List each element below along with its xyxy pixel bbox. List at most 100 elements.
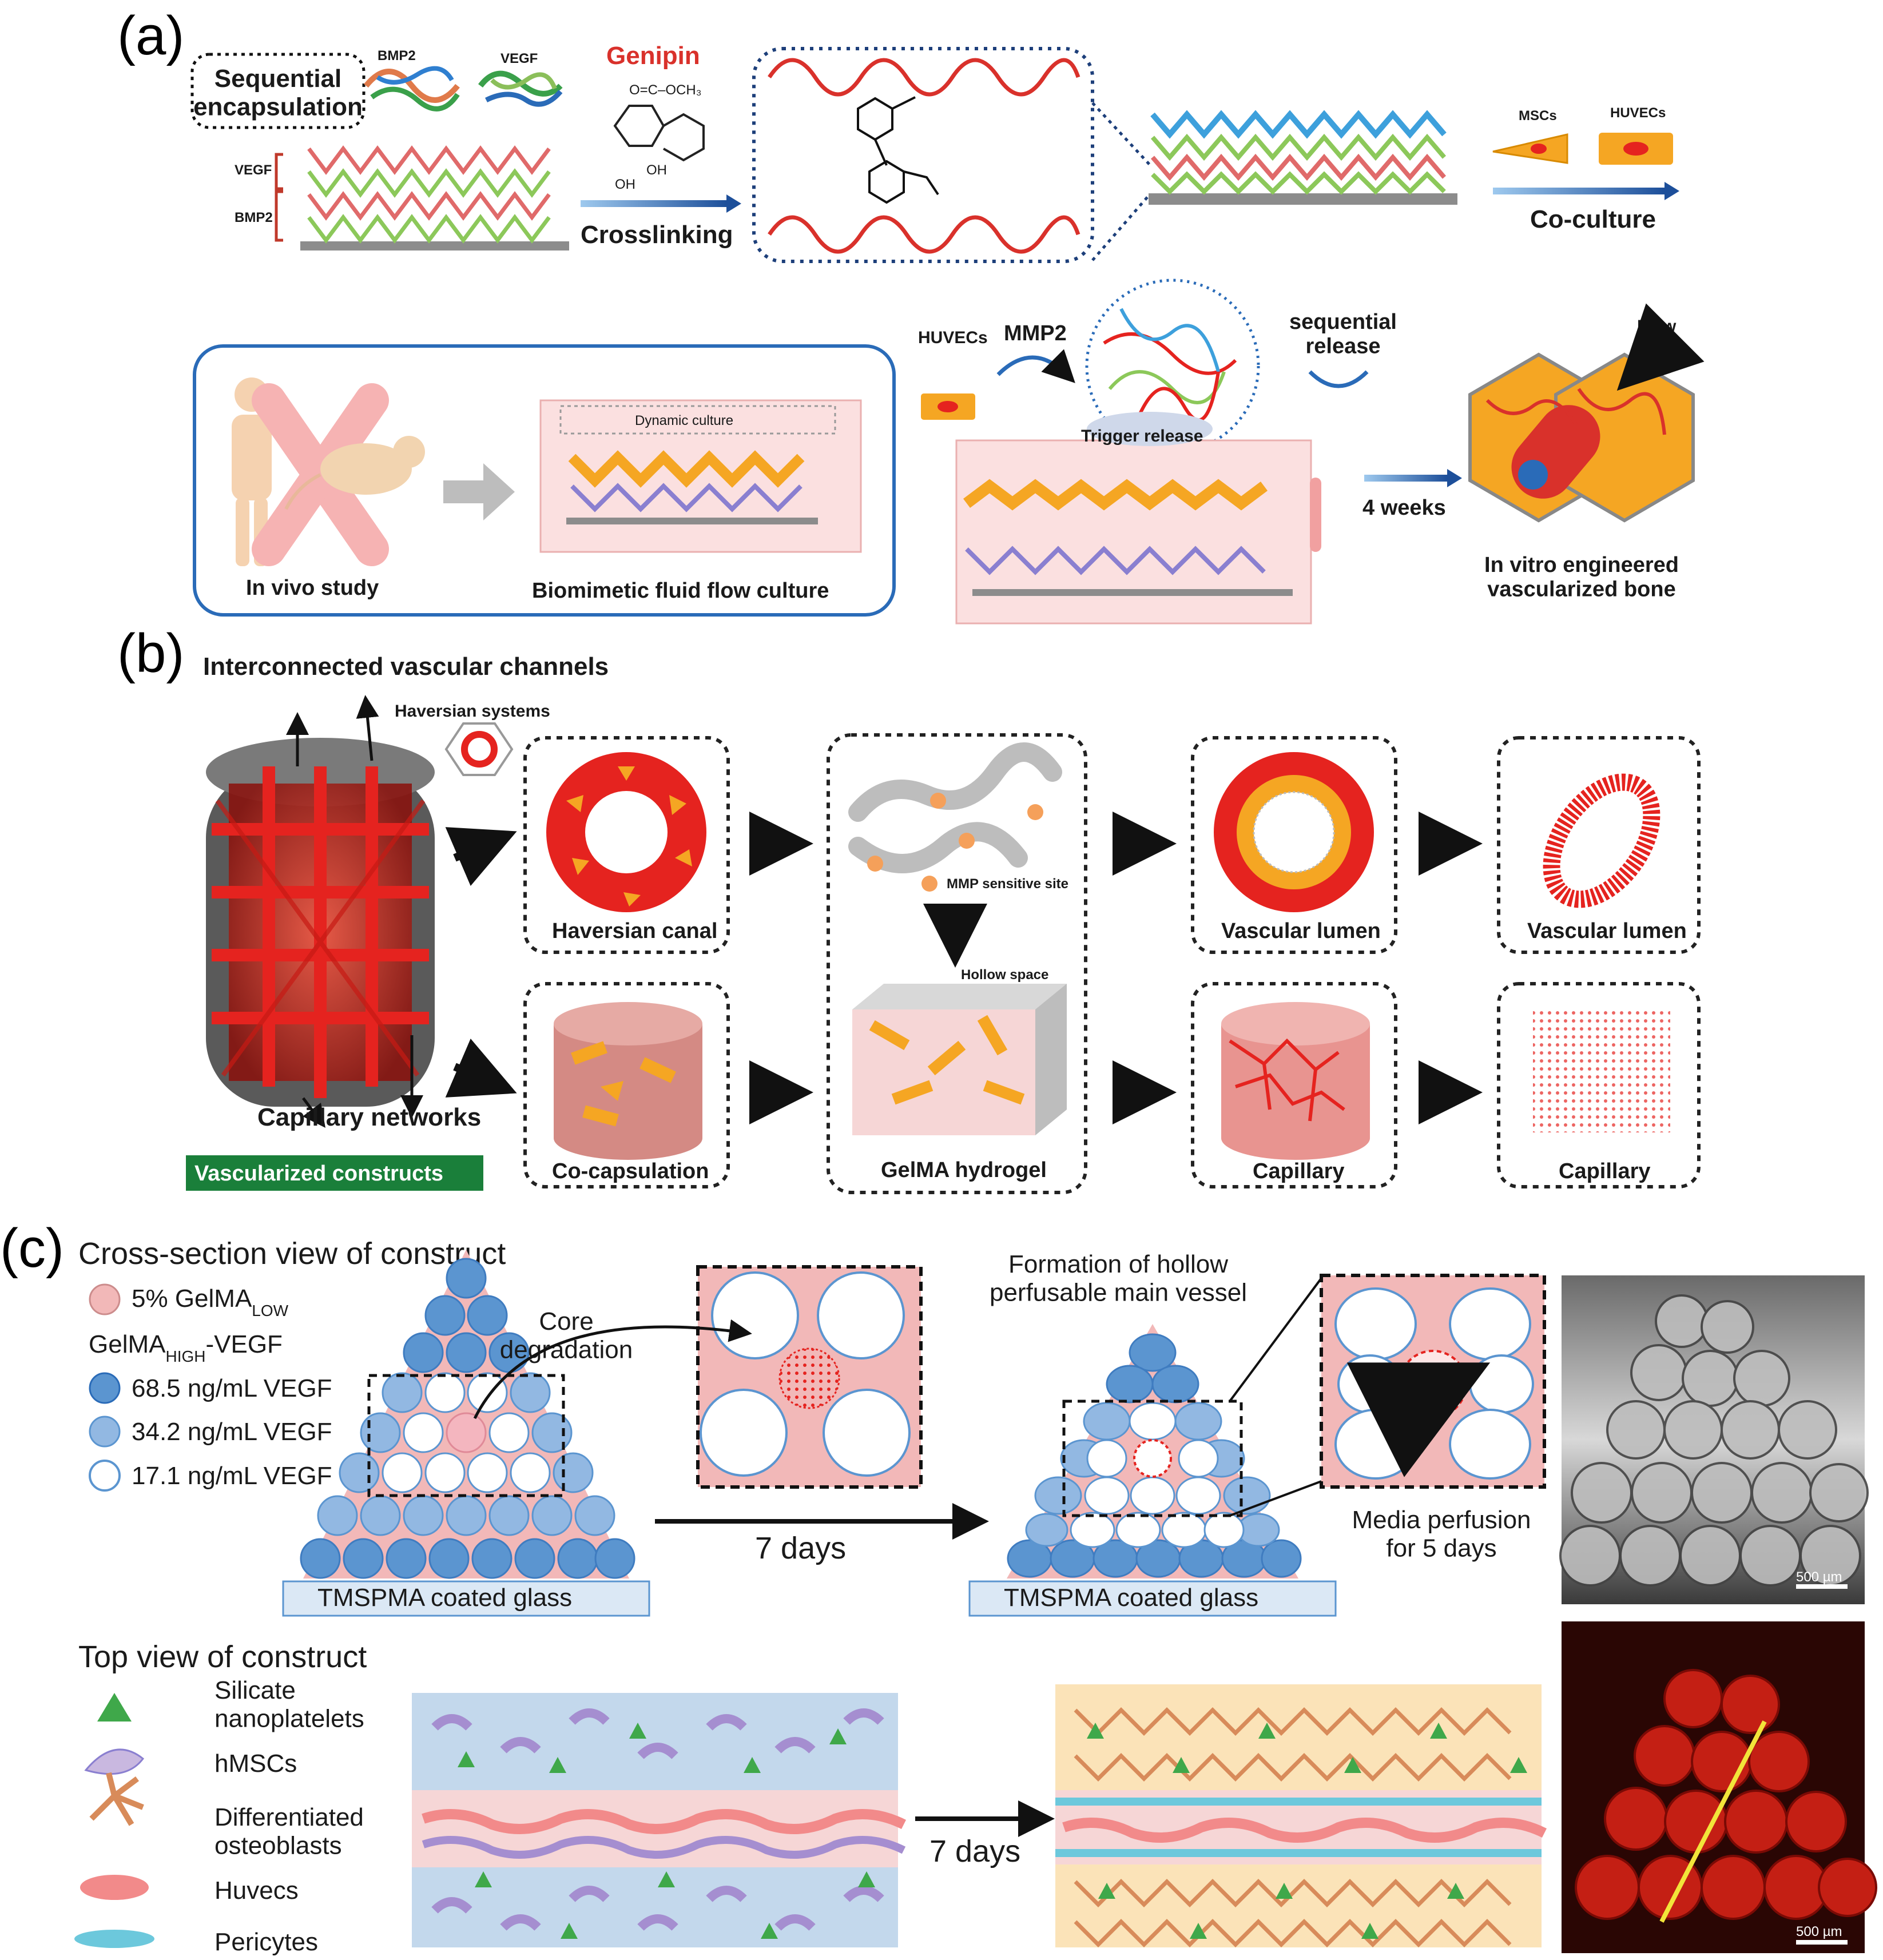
- pericyte-icon: [74, 1930, 154, 1948]
- cell-layer: [568, 450, 805, 488]
- capillary-label-1: Capillary: [1253, 1159, 1345, 1183]
- crosslinked-film: [1149, 110, 1457, 205]
- seven-days-label-2: 7 days: [929, 1834, 1020, 1868]
- haversian-canal-label: Haversian canal: [552, 919, 717, 943]
- degradation-arrow: [473, 1319, 752, 1420]
- weeks-arrowhead: [1447, 469, 1462, 487]
- och3-label: O=C–OCH₃: [629, 82, 701, 98]
- chamber-port: [1310, 478, 1321, 552]
- crosslinking-arrow: [581, 200, 726, 207]
- formation-label-line: perfusable main vessel: [990, 1278, 1247, 1306]
- triangle-construct-after: [1007, 1324, 1302, 1579]
- legend-swatch-vegf-17: [89, 1460, 121, 1492]
- capillary-image: [1533, 1007, 1670, 1132]
- legend-vegf-17: 17.1 ng/mL VEGF: [132, 1462, 332, 1490]
- panel-c: (c) Cross-section view of construct 5% G…: [0, 1218, 1877, 1956]
- bmp2-protein-icon: [364, 66, 460, 112]
- scale-label-1: 500 µm: [1796, 1569, 1842, 1585]
- haversian-ring-icon: [461, 731, 498, 768]
- mscs-label: MSCs: [1519, 108, 1557, 124]
- vascular-lumen-label-1: Vascular lumen: [1221, 919, 1381, 943]
- dynamic-culture-label: Dynamic culture: [635, 413, 733, 428]
- msc-nucleus: [1531, 144, 1547, 154]
- trigger-scaffold: [965, 546, 1266, 575]
- vessel-selection-box: [1062, 1400, 1243, 1517]
- panel-b: (b) Interconnected vascular channels Hav…: [117, 623, 1701, 1194]
- seven-days-label-1: 7 days: [755, 1531, 846, 1565]
- mmp-polymer-icon: [848, 742, 1062, 873]
- vascular-lumen-image: [1543, 773, 1660, 908]
- coculture-label: Co-culture: [1530, 205, 1656, 233]
- haversian-systems-label: Haversian systems: [395, 702, 550, 721]
- bmp2-protein-label: BMP2: [378, 48, 416, 63]
- weeks-arrow: [1364, 475, 1447, 482]
- haversian-canal-lumen: [585, 791, 668, 873]
- legend-gelma-low: 5% GelMALOW: [132, 1285, 289, 1319]
- transition-arrow: [443, 463, 515, 520]
- encapsulation-bubble: [190, 53, 366, 129]
- crosslink-zoom-box: [752, 47, 1094, 263]
- in-vivo-label: In vivo study: [246, 576, 379, 600]
- flow-label: Flow: [1637, 317, 1677, 336]
- in-vitro-label-line: vascularized bone: [1487, 578, 1675, 602]
- gelma-label: GelMA hydrogel: [881, 1158, 1047, 1182]
- top-view-title: Top view of construct: [78, 1640, 367, 1674]
- legend-swatch-vegf-34: [89, 1416, 121, 1448]
- trigger-release-label: Trigger release: [1081, 427, 1203, 446]
- scaffold-fibers: [570, 483, 803, 512]
- capillary-networks-label: Capillary networks: [257, 1103, 481, 1131]
- scale-bar-2: [1796, 1940, 1848, 1945]
- layered-film: [300, 145, 569, 251]
- zoom-line-2: [1229, 1480, 1322, 1517]
- capillary-network-lines: [1229, 1038, 1345, 1122]
- degraded-core: [778, 1347, 840, 1409]
- legend-swatch-gelma-low: [89, 1283, 121, 1315]
- release-network: [1103, 308, 1237, 422]
- tmspma-label-1: TMSPMA coated glass: [317, 1584, 572, 1612]
- co-capsulation-top: [554, 1002, 702, 1045]
- pericytes-label: Pericytes: [214, 1928, 318, 1956]
- gelma-hydrogel-cube: [852, 984, 1067, 1135]
- glass-substrate-1: [282, 1580, 650, 1617]
- capillary-label-2: Capillary: [1559, 1159, 1651, 1183]
- legend-swatch-vegf-68: [89, 1372, 121, 1404]
- scale-bar-1: [1796, 1584, 1848, 1589]
- haversian-cells: [566, 766, 692, 907]
- coculture-arrow: [1493, 188, 1664, 194]
- silicate-nanoplatelets-icon: [97, 1693, 132, 1722]
- msc-cell-icon: [1492, 133, 1568, 164]
- flow-arrow-bottom: [445, 1038, 517, 1098]
- bmp2-bracket: [275, 190, 283, 242]
- glass-substrate-2: [968, 1580, 1337, 1617]
- crosslinking-label: Crosslinking: [581, 221, 733, 249]
- polymer-chain-top: [768, 58, 1080, 97]
- panel-b-label: (b): [117, 623, 184, 684]
- polymer-chain-bottom: [768, 215, 1080, 254]
- chamber-substrate: [566, 518, 818, 524]
- triangle-construct-before: [300, 1250, 635, 1579]
- vascularized-badge: [186, 1155, 483, 1191]
- vegf-bracket: [275, 153, 283, 190]
- gelma-cells: [869, 1015, 1025, 1105]
- tmspma-label-2: TMSPMA coated glass: [1004, 1584, 1258, 1612]
- vascularized-bone-icon: [1468, 352, 1695, 523]
- top-view-after: [1055, 1684, 1547, 1947]
- top-view-before: [412, 1693, 907, 1947]
- huvec-icon: [80, 1875, 149, 1900]
- coculture-arrowhead: [1664, 182, 1679, 200]
- media-perfusion-label-line: for 5 days: [1386, 1534, 1496, 1562]
- legend-vegf-34: 34.2 ng/mL VEGF: [132, 1418, 332, 1446]
- dynamic-culture-arrow: [559, 405, 836, 435]
- silicate-label-line: nanoplatelets: [214, 1704, 364, 1732]
- hmscs-label: hMSCs: [214, 1750, 297, 1778]
- mmp-site-dot: [921, 876, 937, 892]
- osteoblast-icon: [89, 1772, 144, 1826]
- vascular-lumen-label-2: Vascular lumen: [1527, 919, 1687, 943]
